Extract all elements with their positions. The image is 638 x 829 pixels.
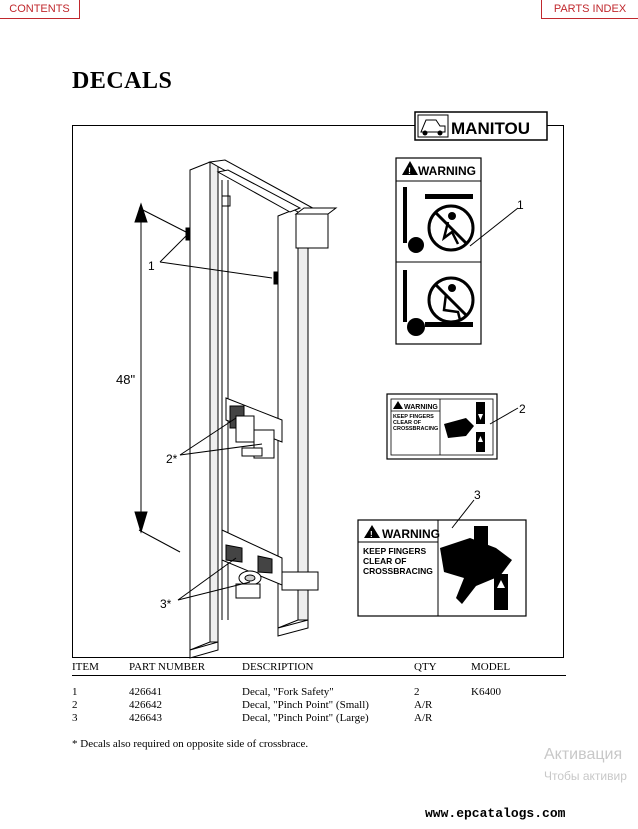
manitou-logo: MANITOU (414, 111, 548, 141)
footnote: * Decals also required on opposite side … (72, 738, 309, 750)
decal-3-heading: WARNING (382, 527, 440, 541)
decal-1-callout: 1 (517, 198, 524, 212)
page-title: DECALS (72, 68, 173, 94)
row-part-number: 426643 (129, 712, 162, 724)
height-dimension (134, 202, 187, 553)
decal-1-heading: WARNING (418, 164, 476, 178)
decal-2-line-3: CROSSBRACING (393, 426, 438, 432)
mast-illustration (185, 159, 338, 659)
row-qty: A/R (414, 712, 433, 724)
activation-watermark-title: Активация (544, 746, 623, 763)
activation-watermark-text: Чтобы активир (544, 769, 627, 783)
table-header: ITEM PART NUMBER DESCRIPTION QTY MODEL (72, 661, 566, 676)
table-row: 2 426642 Decal, "Pinch Point" (Small) A/… (72, 699, 566, 712)
callout-1-leaders (159, 235, 273, 279)
website-url: www.epcatalogs.com (425, 806, 566, 821)
row-description: Decal, "Fork Safety" (242, 686, 334, 698)
table-row: 3 426643 Decal, "Pinch Point" (Large) A/… (72, 712, 566, 725)
callout-3-leaders (177, 557, 251, 601)
decal-3-pinch-point-large: ! WARNING KEEP FINGERS CLEAR OF CROSSBRA… (357, 519, 527, 617)
callout-2-leaders (179, 417, 263, 456)
row-item: 1 (72, 686, 78, 698)
callout-3: 3* (160, 597, 172, 611)
row-part-number: 426642 (129, 699, 162, 711)
parts-index-button[interactable]: PARTS INDEX (541, 0, 638, 19)
decal-1-fork-safety: ! WARNING (395, 157, 482, 345)
table-row: 1 426641 Decal, "Fork Safety" 2 K6400 (72, 686, 566, 699)
callout-2: 2* (166, 452, 178, 466)
svg-text:!: ! (370, 530, 373, 539)
decal-3-line-3: CROSSBRACING (363, 566, 433, 576)
row-description: Decal, "Pinch Point" (Small) (242, 699, 369, 711)
callout-1: 1 (148, 259, 155, 273)
row-description: Decal, "Pinch Point" (Large) (242, 712, 369, 724)
row-item: 2 (72, 699, 78, 711)
decal-3-line-1: KEEP FINGERS (363, 546, 426, 556)
decal-3-callout: 3 (474, 488, 481, 502)
svg-text:!: ! (408, 166, 411, 176)
decal-2-line-2: CLEAR OF (393, 420, 422, 426)
header-part-number: PART NUMBER (129, 661, 206, 673)
decal-2-heading: WARNING (404, 404, 438, 411)
row-qty: 2 (414, 686, 420, 698)
decal-2-pinch-point-small: WARNING KEEP FINGERS CLEAR OF CROSSBRACI… (386, 393, 498, 460)
header-description: DESCRIPTION (242, 661, 314, 673)
figure-frame (72, 125, 564, 658)
decal-2-line-1: KEEP FINGERS (393, 414, 434, 420)
decal-2-callout: 2 (519, 402, 526, 416)
dimension-label: 48" (116, 372, 135, 387)
row-part-number: 426641 (129, 686, 162, 698)
header-model: MODEL (471, 661, 511, 673)
header-item: ITEM (72, 661, 99, 673)
brand-text: MANITOU (451, 119, 530, 138)
header-qty: QTY (414, 661, 437, 673)
row-item: 3 (72, 712, 78, 724)
contents-button[interactable]: CONTENTS (0, 0, 80, 19)
decal-3-line-2: CLEAR OF (363, 556, 406, 566)
row-model: K6400 (471, 686, 501, 698)
row-qty: A/R (414, 699, 433, 711)
